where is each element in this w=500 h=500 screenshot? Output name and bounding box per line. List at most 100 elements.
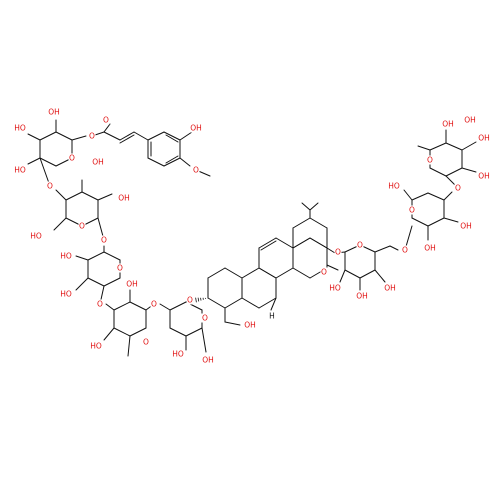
xylose-ring bbox=[87, 277, 105, 287]
ester-glucose-ring bbox=[344, 269, 361, 279]
c6-bond bbox=[389, 245, 399, 251]
feruloyl-aromatic-ring bbox=[163, 157, 181, 167]
glucose-4-ring bbox=[39, 131, 57, 141]
ring-junction-h-bg bbox=[268, 311, 276, 321]
rhamnose-ring bbox=[429, 167, 447, 177]
arabinose-oh-3-bg bbox=[172, 349, 184, 359]
rhamnose-ring-oxygen: O bbox=[427, 156, 433, 165]
ring-a bbox=[207, 297, 226, 309]
glucose-3-oh-3-bg bbox=[92, 157, 104, 167]
glucose-2-o4-bg bbox=[454, 183, 462, 193]
carbonyl-oxygen: O bbox=[321, 268, 327, 277]
glucose-4-ring bbox=[55, 131, 73, 141]
double-bond bbox=[260, 240, 277, 251]
glycoside-oxygen: O bbox=[187, 296, 193, 305]
feruloyl-phenol: OH bbox=[190, 124, 202, 133]
glucose-3-o4: O bbox=[47, 182, 53, 191]
rhamnose-2-ring bbox=[113, 301, 131, 311]
rhamnose-2-methyl bbox=[127, 335, 131, 357]
rhamnose-oh-top: OH bbox=[464, 116, 476, 125]
feruloyl-phenol-bg bbox=[190, 123, 202, 133]
glycosidic-bond bbox=[159, 303, 171, 311]
glucose-3-ch2oh-bg bbox=[30, 231, 42, 241]
glucose-3-oh-2: OH bbox=[118, 194, 130, 203]
arabinose-o2-bg bbox=[150, 299, 158, 309]
ring-d bbox=[292, 267, 311, 279]
glucose-3-ring bbox=[81, 191, 99, 201]
xylose-ring bbox=[103, 251, 121, 261]
rhamnose-2-oh-2-bg bbox=[126, 279, 138, 289]
rhamnose-oh-top-bg bbox=[464, 115, 476, 125]
glucose-3-oh-3: OH bbox=[92, 158, 104, 167]
glucose-4-oh-4: HO bbox=[14, 124, 26, 133]
arabinose-oh-4-bg bbox=[202, 355, 214, 365]
glucose-oh-4-bg bbox=[384, 283, 396, 293]
hydroxyl-bond bbox=[374, 269, 386, 283]
arabinose-ring-oxygen-bg bbox=[201, 313, 209, 323]
ch2oh-hydroxyl: OH bbox=[244, 321, 256, 330]
ch2oh-bond bbox=[224, 321, 241, 326]
hydroxyl-bond bbox=[75, 277, 89, 291]
rhamnose-2-ring bbox=[129, 327, 147, 337]
ring-a bbox=[207, 267, 226, 279]
glucose-4-ring bbox=[39, 157, 57, 167]
ring-c bbox=[275, 237, 294, 249]
glycoside-oxygen-bg bbox=[186, 295, 194, 305]
rhamnose-2-o4: O bbox=[97, 300, 103, 309]
glucose-4-oh-2: OH bbox=[48, 108, 60, 117]
glucose-3-oh-2-bg bbox=[118, 193, 130, 203]
ring-c bbox=[275, 267, 294, 279]
ester-link bbox=[326, 247, 336, 254]
glucose-oh-3: OH bbox=[356, 292, 368, 301]
glucose-2-ring-oxygen-bg bbox=[408, 205, 416, 215]
glucose-4-oh-3-bg bbox=[14, 165, 26, 175]
ester-glucose-ring-oxygen: O bbox=[357, 241, 363, 250]
ch2oh-hydroxyl-bg bbox=[244, 320, 256, 330]
feruloyl-chain bbox=[119, 131, 135, 141]
ring-a bbox=[224, 297, 243, 309]
arabinose-ring-oxygen: O bbox=[202, 314, 208, 323]
xylose-o4: O bbox=[101, 236, 107, 245]
glucose-4-c6-oxygen-bg bbox=[88, 131, 96, 141]
aromatic-double-bond bbox=[165, 155, 179, 164]
glucose-2-oh-3: OH bbox=[424, 244, 436, 253]
methoxy-oxygen-bg bbox=[192, 165, 200, 175]
glucose-oh-2-bg bbox=[329, 283, 341, 293]
ring-a bbox=[224, 267, 243, 279]
glucose-2-ring bbox=[427, 192, 445, 201]
xylose-ring bbox=[87, 251, 105, 261]
c6-oxygen: O bbox=[402, 246, 408, 255]
atom-label-layer: OOOOHHOHOOHOHOOHOOHOHOOOHOHOHOHOHOOHOOOH… bbox=[14, 107, 490, 365]
rhamnose-2-ring bbox=[113, 327, 131, 337]
feruloyl-aromatic-ring bbox=[147, 157, 165, 167]
aromatic-double-bond bbox=[165, 134, 179, 143]
hydroxyl-bond bbox=[27, 157, 41, 165]
hydroxyl-bond bbox=[201, 327, 207, 353]
hydroxyl-bond bbox=[103, 327, 115, 341]
double-bond bbox=[119, 134, 135, 144]
glucose-2-ch2oh: HO bbox=[388, 182, 400, 191]
hydroxyl-bond bbox=[443, 217, 459, 223]
ring-e bbox=[292, 237, 311, 249]
ester-glucose-ring bbox=[359, 269, 376, 279]
glucose-4-ring-oxygen: O bbox=[69, 154, 75, 163]
feruloyl-carbonyl-oxygen-bg bbox=[102, 115, 110, 125]
rhamnose-oh-4-bg bbox=[478, 171, 490, 181]
glucose-2-oh-3-bg bbox=[424, 243, 436, 253]
glucose-3-ring bbox=[65, 191, 83, 201]
rhamnose-oh-4: OH bbox=[478, 172, 490, 181]
ester-oxygen: O bbox=[335, 248, 341, 257]
glucose-4-oh-2-bg bbox=[48, 107, 60, 117]
rhamnose-2-oh-2: OH bbox=[126, 280, 138, 289]
xylose-ring-oxygen: O bbox=[117, 264, 123, 273]
rhamnose-2-ring-oxygen: O bbox=[143, 338, 149, 347]
glucose-oh-2: HO bbox=[329, 284, 341, 293]
glucose-3-ring-oxygen-bg bbox=[78, 221, 86, 231]
xylose-oh-3-bg bbox=[60, 251, 72, 261]
hydroxyl-bond bbox=[179, 131, 193, 141]
rhamnose-2-o4-bg bbox=[96, 299, 104, 309]
methyl-bond bbox=[301, 202, 311, 211]
rhamnose-ring bbox=[429, 142, 447, 151]
rhamnose-oh-2: OH bbox=[442, 120, 454, 129]
feruloyl-chain bbox=[103, 131, 121, 141]
